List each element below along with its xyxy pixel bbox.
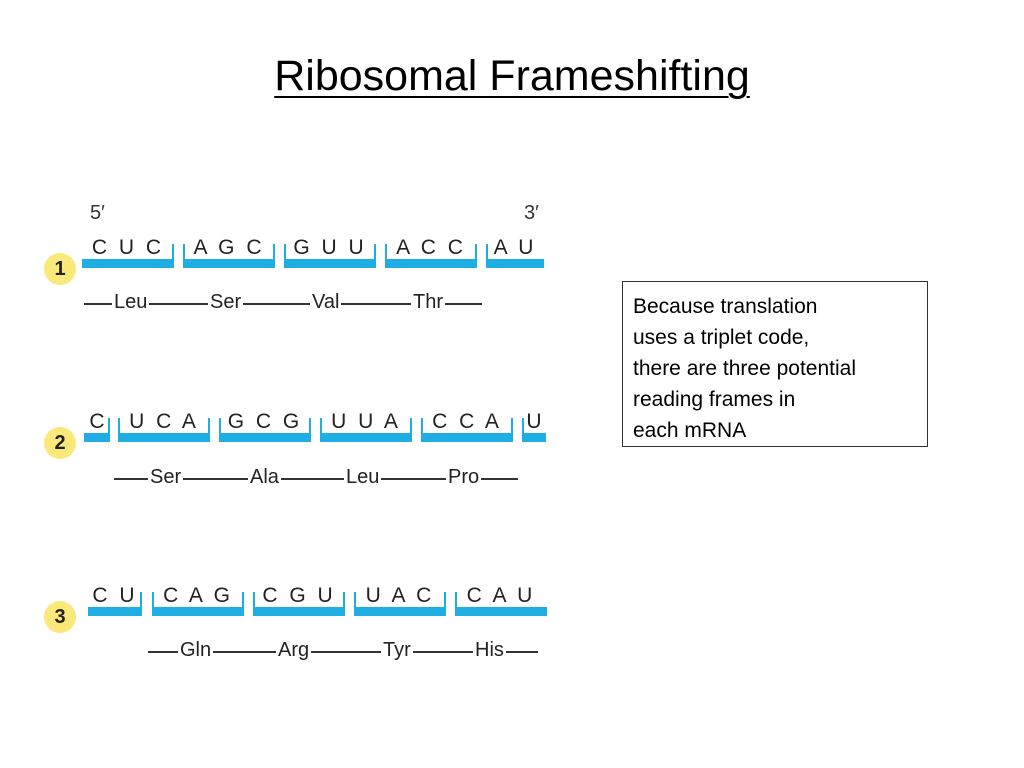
amino-acid-label: Arg xyxy=(276,639,312,662)
codon-label: U A C xyxy=(365,584,435,607)
codon-label: A U xyxy=(493,236,537,259)
explanation-line: reading frames in xyxy=(633,388,796,411)
amino-acid-label: Leu xyxy=(344,466,382,489)
codon-label: A C C xyxy=(396,236,466,259)
codon-label: U C A xyxy=(129,410,199,433)
codon-label: U xyxy=(526,410,542,433)
explanation-textbox: Because translation uses a triplet code,… xyxy=(622,281,928,447)
frame-number-badge: 3 xyxy=(44,601,76,633)
codon: C U xyxy=(88,584,142,616)
codon: U A C xyxy=(354,584,446,616)
codon: C A G xyxy=(152,584,244,616)
codon-label: A G C xyxy=(193,236,265,259)
codon-label: G U U xyxy=(293,236,367,259)
frame-number-badge: 1 xyxy=(44,253,76,285)
codon: C G U xyxy=(253,584,345,616)
codon: G C G xyxy=(219,410,311,442)
amino-acid-label: Thr xyxy=(411,291,445,314)
peptide-chain: Leu Ser Val Thr xyxy=(84,291,484,315)
codon: C A U xyxy=(455,584,547,616)
page-title: Ribosomal Frameshifting xyxy=(274,52,750,100)
amino-acid-label: Ser xyxy=(208,291,244,314)
codon-label: C C A xyxy=(432,410,502,433)
five-prime-label: 5′ xyxy=(90,202,105,224)
amino-acid-label: His xyxy=(473,639,506,662)
codon-label: G C G xyxy=(227,410,303,433)
codon-label: U U A xyxy=(331,410,401,433)
codon: G U U xyxy=(284,236,376,268)
codon: C U C xyxy=(82,236,174,268)
codon: A U xyxy=(486,236,544,268)
codon-label: C A G xyxy=(163,584,233,607)
explanation-line: uses a triplet code, xyxy=(633,326,810,349)
amino-acid-label: Leu xyxy=(112,291,150,314)
peptide-chain: Gln Arg Tyr His xyxy=(148,639,540,663)
codon: C C A xyxy=(421,410,513,442)
codon-label: C G U xyxy=(262,584,336,607)
explanation-line: each mRNA xyxy=(633,419,747,442)
codon-label: C U xyxy=(92,584,138,607)
explanation-line: Because translation xyxy=(633,295,818,318)
amino-acid-label: Tyr xyxy=(381,639,413,662)
frame-number-badge: 2 xyxy=(44,427,76,459)
codon: C xyxy=(84,410,110,442)
amino-acid-label: Ser xyxy=(148,466,184,489)
three-prime-label: 3′ xyxy=(524,202,539,224)
amino-acid-label: Val xyxy=(310,291,342,314)
peptide-chain: Ser Ala Leu Pro xyxy=(114,466,520,490)
codon-label: C A U xyxy=(466,584,536,607)
codon: A C C xyxy=(385,236,477,268)
codon: U U A xyxy=(320,410,412,442)
codon: A G C xyxy=(183,236,275,268)
codon: U xyxy=(522,410,546,442)
amino-acid-label: Ala xyxy=(248,466,281,489)
codon-label: C xyxy=(89,410,105,433)
codon: U C A xyxy=(118,410,210,442)
amino-acid-label: Pro xyxy=(446,466,482,489)
amino-acid-label: Gln xyxy=(178,639,214,662)
explanation-line: there are three potential xyxy=(633,357,856,380)
codon-label: C U C xyxy=(91,236,165,259)
